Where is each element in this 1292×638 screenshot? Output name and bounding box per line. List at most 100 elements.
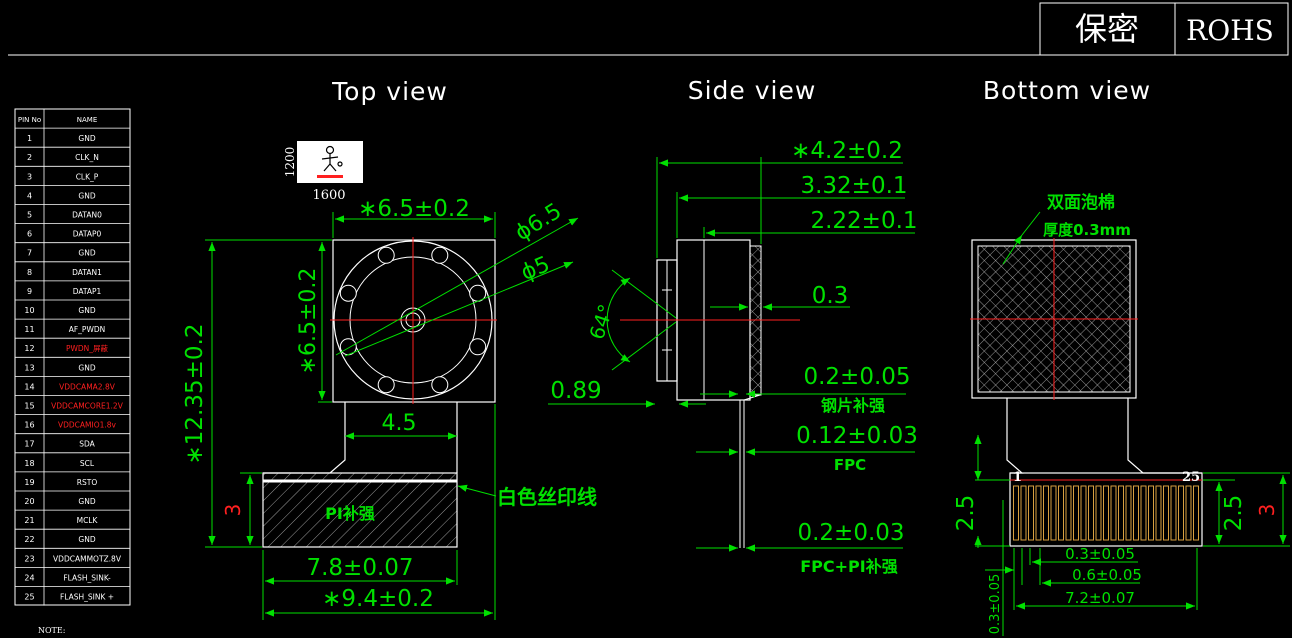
top-view-title: Top view bbox=[331, 77, 448, 106]
pin-number: 21 bbox=[24, 516, 34, 525]
pin-name: CLK_P bbox=[76, 172, 99, 181]
pin-number: 20 bbox=[24, 497, 34, 506]
connector-pad bbox=[1088, 485, 1094, 541]
dim-gap-text: 0.3±0.05 bbox=[988, 574, 1003, 635]
lens-holder-outline bbox=[332, 239, 496, 403]
pin-number: 8 bbox=[27, 268, 32, 277]
pin-name: GND bbox=[78, 497, 95, 506]
connector-pad bbox=[1118, 485, 1124, 541]
dim-h-left-text: 2.5 bbox=[953, 495, 979, 532]
side-view: ∗4.2±0.2 3.32±0.1 2.22±0.1 0.3 64° 0.89 … bbox=[548, 138, 918, 576]
orientation-side-value: 1200 bbox=[283, 147, 297, 178]
dim-inner-dia-text: ϕ5 bbox=[518, 252, 554, 286]
pin-number: 10 bbox=[24, 306, 34, 315]
pin-number: 15 bbox=[24, 401, 34, 410]
pin-number: 19 bbox=[24, 478, 34, 487]
pin-name: DATAP1 bbox=[73, 287, 102, 296]
bottom-fpc-outline bbox=[1006, 398, 1202, 474]
connector-pad bbox=[1095, 485, 1102, 541]
dim-inner-dia-leader bbox=[344, 261, 574, 357]
dim-d4-text: 0.3 bbox=[812, 283, 849, 309]
dim-outer-dia-text: ϕ6.5 bbox=[511, 199, 566, 246]
pin-number: 4 bbox=[27, 191, 32, 200]
connector-pad bbox=[1163, 485, 1169, 541]
pin-name: GND bbox=[78, 249, 95, 258]
connector-pad bbox=[1148, 485, 1154, 541]
fpc-label: FPC bbox=[834, 456, 866, 474]
orientation-red-bar bbox=[317, 175, 343, 178]
dim-d8-text: 0.2±0.03 bbox=[797, 520, 904, 546]
pin-number: 11 bbox=[24, 325, 34, 334]
connector-pad bbox=[1013, 485, 1019, 541]
dim-width-text: ∗6.5±0.2 bbox=[358, 196, 470, 222]
connector-pad bbox=[1028, 485, 1034, 541]
pin-name: FLASH_SINK + bbox=[60, 592, 114, 601]
dim-outer-dia-leader bbox=[335, 217, 579, 356]
pin-number: 1 bbox=[27, 134, 32, 143]
pin-number: 14 bbox=[24, 382, 34, 391]
connector-pad bbox=[1050, 485, 1057, 541]
pin-name: VDDCAMMOTZ.8V bbox=[53, 554, 122, 563]
pin-name: DATAN1 bbox=[72, 268, 102, 277]
pin-name: GND bbox=[78, 191, 95, 200]
connector-pad bbox=[1155, 485, 1162, 541]
dim-height-text: ∗6.5±0.2 bbox=[296, 268, 321, 375]
pin-number: 6 bbox=[27, 230, 32, 239]
pin-name: VDDCAMCORE1.2V bbox=[51, 401, 124, 410]
pin-last-label: 25 bbox=[1182, 470, 1200, 485]
pin-number: 18 bbox=[24, 459, 34, 468]
pin-number: 7 bbox=[27, 249, 32, 258]
pin-number: 23 bbox=[24, 554, 34, 563]
silk-line-label: 白色丝印线 bbox=[497, 485, 597, 509]
pin-number: 24 bbox=[24, 573, 34, 582]
pin-number: 2 bbox=[27, 153, 32, 162]
dim-angle-arc bbox=[606, 277, 631, 363]
pin-name: FLASH_SINK- bbox=[63, 573, 111, 582]
pin-name: RSTO bbox=[77, 478, 98, 487]
dim-d5-text: 0.89 bbox=[550, 378, 601, 404]
pin-number: 22 bbox=[24, 535, 34, 544]
note-label: NOTE: bbox=[38, 626, 65, 635]
lens-notch bbox=[431, 246, 449, 264]
pin-name: AF_PWDN bbox=[69, 325, 106, 334]
foam-label-line1: 双面泡棉 bbox=[1047, 192, 1115, 213]
bottom-view: 1 25 双面泡棉 厚度0.3mm 2.5 2.5 3 0.3±0.05 0 bbox=[953, 192, 1290, 636]
title-rohs: ROHS bbox=[1186, 14, 1274, 47]
title-secret: 保密 bbox=[1075, 10, 1139, 48]
fpc-pi-label: FPC+PI补强 bbox=[800, 557, 898, 576]
dim-d2-text: 3.32±0.1 bbox=[800, 173, 907, 199]
pin-name: GND bbox=[78, 363, 95, 372]
dim-fpc-width-text: 4.5 bbox=[382, 411, 417, 436]
dim-total-width-text: ∗9.4±0.2 bbox=[322, 586, 434, 612]
fpc-outline bbox=[263, 402, 458, 474]
foam-leader bbox=[1021, 211, 1041, 236]
connector-outline bbox=[1009, 472, 1203, 547]
connector-pad bbox=[1080, 485, 1087, 541]
pin-number: 12 bbox=[24, 344, 34, 353]
pin-first-label: 1 bbox=[1013, 470, 1022, 485]
connector-pad bbox=[1103, 485, 1109, 541]
lens-notch bbox=[469, 338, 487, 356]
dim-d1-text: ∗4.2±0.2 bbox=[791, 138, 903, 164]
connector-pad bbox=[1170, 485, 1177, 541]
dim-d6-text: 0.2±0.05 bbox=[803, 364, 910, 390]
lens-notch bbox=[377, 376, 395, 394]
dim-total-length-text: ∗12.35±0.2 bbox=[182, 324, 208, 465]
pin-number: 5 bbox=[27, 210, 32, 219]
orientation-bottom-value: 1600 bbox=[312, 188, 345, 203]
connector-pads bbox=[1013, 485, 1199, 541]
pin-number: 17 bbox=[24, 440, 34, 449]
connector-pad bbox=[1178, 485, 1184, 541]
lens-notch bbox=[339, 284, 357, 302]
dim-d7-text: 0.12±0.03 bbox=[796, 423, 918, 449]
dim-angle-text: 64° bbox=[584, 301, 618, 342]
dim-conn-width-text: 7.8±0.07 bbox=[306, 555, 413, 581]
pin-table-header-no: PIN No bbox=[18, 116, 41, 124]
pin-name: GND bbox=[78, 134, 95, 143]
top-view: PI补强 ∗6.5±0.2 ∗6.5±0.2 ∗12.35±0.2 4.5 3 … bbox=[182, 196, 597, 620]
bottom-view-title: Bottom view bbox=[983, 76, 1151, 105]
connector-pad bbox=[1073, 485, 1079, 541]
pin-name: SDA bbox=[79, 440, 95, 449]
